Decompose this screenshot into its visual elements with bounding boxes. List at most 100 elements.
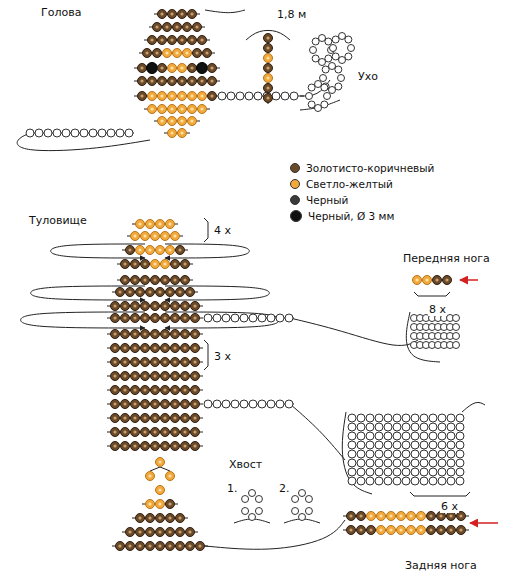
bead <box>171 442 180 451</box>
bead <box>158 64 167 73</box>
bead <box>347 512 356 521</box>
legend-item: Черный, Ø 3 мм <box>290 208 434 224</box>
bead <box>125 129 133 137</box>
bead-hole <box>143 444 146 447</box>
bead-hole <box>180 12 183 15</box>
bead-hole <box>193 402 196 405</box>
bead <box>357 512 366 521</box>
bead <box>141 344 150 353</box>
bead <box>111 358 120 367</box>
bead-hole <box>180 38 183 41</box>
bead <box>384 468 392 476</box>
bead <box>438 441 446 449</box>
bead-hole <box>158 516 161 519</box>
bead <box>191 442 200 451</box>
bead-hole <box>369 514 372 517</box>
bead <box>141 260 150 269</box>
bead <box>249 490 256 497</box>
bead-hole <box>113 374 116 377</box>
repeat-count: 6 х <box>440 500 459 513</box>
bead <box>136 246 145 255</box>
bead <box>393 468 401 476</box>
bead <box>166 514 175 523</box>
bead-hole <box>158 544 161 547</box>
bead <box>171 386 180 395</box>
bead <box>121 330 130 339</box>
bead <box>375 450 383 458</box>
bead <box>198 77 207 86</box>
bead <box>335 66 342 73</box>
bead-hole <box>123 444 126 447</box>
bead-hole <box>133 402 136 405</box>
bead <box>181 428 190 437</box>
bead-hole <box>123 360 126 363</box>
step-number: 2. <box>278 482 291 495</box>
bead <box>146 514 155 523</box>
bead-hole <box>173 388 176 391</box>
bead <box>148 92 157 101</box>
bead <box>375 441 383 449</box>
bead <box>183 49 192 58</box>
bead-hole <box>153 304 156 307</box>
bead <box>161 276 170 285</box>
bead <box>375 432 383 440</box>
bead-hole <box>128 248 131 251</box>
bead <box>181 358 190 367</box>
bead <box>126 542 135 551</box>
bead <box>121 386 130 395</box>
bead <box>183 23 192 32</box>
bead <box>121 428 130 437</box>
bead-hole <box>193 316 196 319</box>
bead <box>178 36 187 45</box>
bead-hole <box>193 304 196 307</box>
bead <box>357 459 365 467</box>
bead <box>453 324 460 331</box>
bead <box>171 358 180 367</box>
bead-hole <box>190 66 193 69</box>
bead <box>198 92 207 101</box>
bead <box>348 477 356 485</box>
bead-hole <box>128 544 131 547</box>
bead <box>433 276 442 285</box>
bead <box>178 105 187 114</box>
bead <box>258 314 266 322</box>
bead-hole <box>153 234 156 237</box>
bead <box>366 477 374 485</box>
bead <box>417 526 426 535</box>
bead <box>148 105 157 114</box>
bead <box>242 496 249 503</box>
bead <box>447 432 455 440</box>
bead-hole <box>399 514 402 517</box>
bead <box>151 372 160 381</box>
bead <box>420 477 428 485</box>
bead <box>264 34 273 43</box>
bead <box>171 232 180 241</box>
bead <box>339 57 346 64</box>
bead-hole <box>148 222 151 225</box>
bead <box>171 276 180 285</box>
bead <box>131 400 140 409</box>
bead-hole <box>143 416 146 419</box>
beads <box>26 10 466 551</box>
bead-hole <box>153 360 156 363</box>
bead <box>264 94 273 103</box>
bead-hole <box>150 94 153 97</box>
bead <box>438 432 446 440</box>
bead-hole <box>429 528 432 531</box>
bead <box>178 92 187 101</box>
bead <box>411 432 419 440</box>
bead <box>161 330 170 339</box>
bead <box>191 344 200 353</box>
bead-hole <box>170 66 173 69</box>
bead <box>171 372 180 381</box>
bead-hole <box>153 430 156 433</box>
bead <box>329 87 336 94</box>
bead <box>171 414 180 423</box>
bead-hole <box>113 332 116 335</box>
bead-hole <box>210 94 213 97</box>
bead-hole <box>158 530 161 533</box>
bead <box>168 105 177 114</box>
bead-hole <box>128 530 131 533</box>
bead <box>44 129 52 137</box>
bead <box>393 414 401 422</box>
